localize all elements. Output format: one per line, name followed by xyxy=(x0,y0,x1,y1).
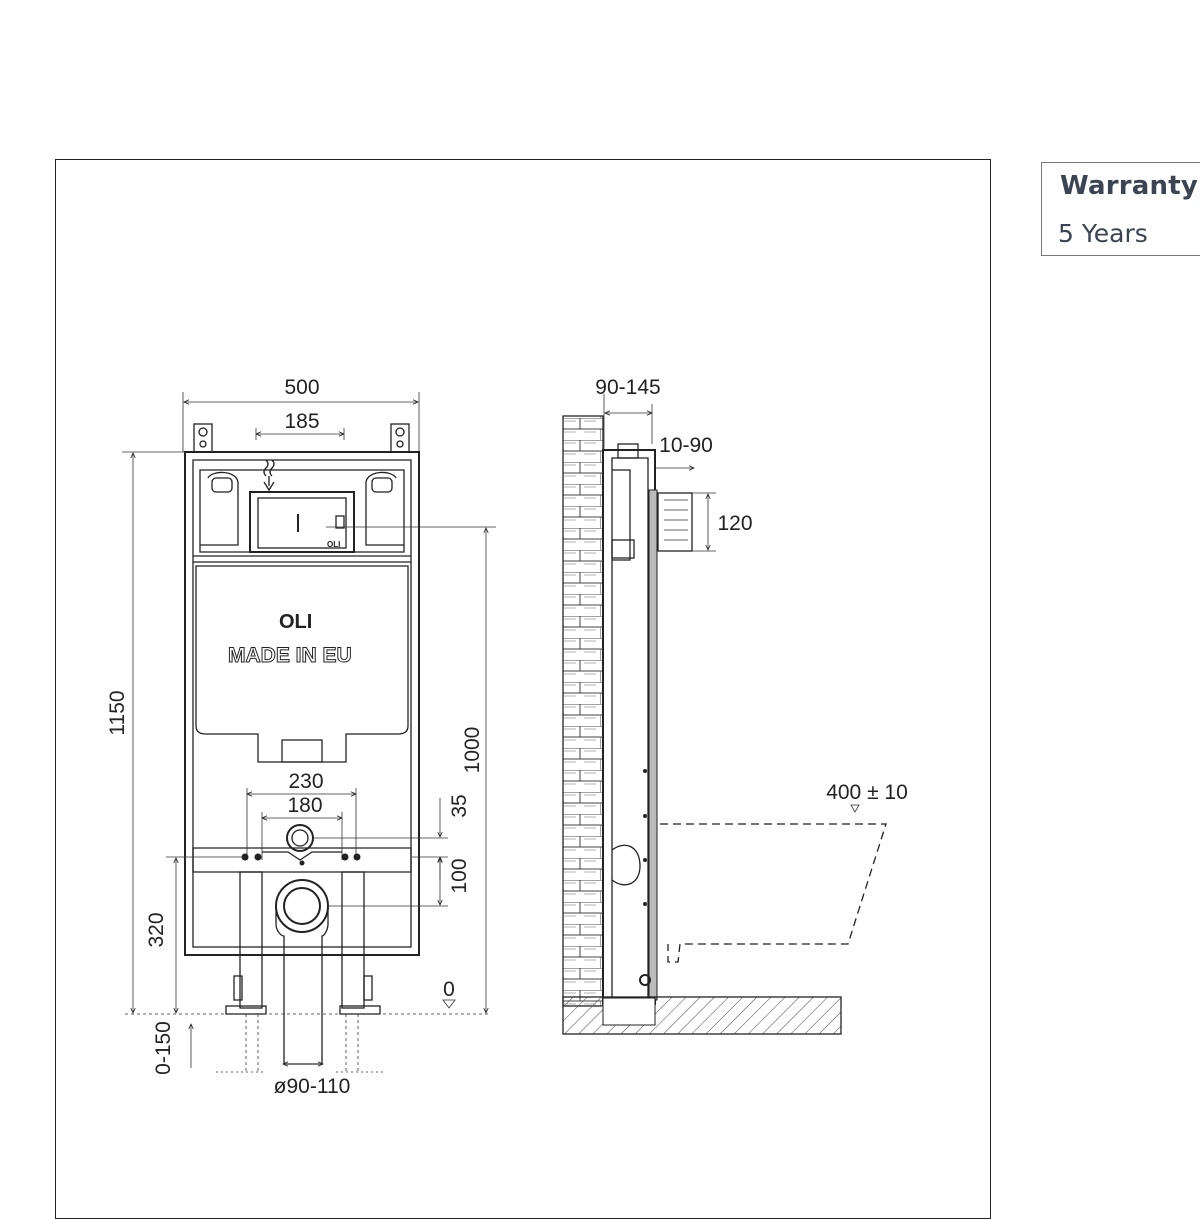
flush-button-lines xyxy=(664,499,688,541)
dim-wall-depth-label: 90-145 xyxy=(595,376,660,399)
drain-pipe xyxy=(275,906,329,1065)
pipe-bend xyxy=(611,844,641,886)
brand-small: OLI xyxy=(327,540,340,549)
leg-left xyxy=(239,871,263,1009)
frame-inner xyxy=(192,459,412,948)
foot-bolt-right xyxy=(363,975,373,1001)
toilet-bowl-outline xyxy=(660,823,887,963)
wall-bracket-left xyxy=(193,423,213,453)
cistern-ear-right xyxy=(365,471,404,546)
front-view: 500 185 xyxy=(106,376,496,1098)
bolt-center xyxy=(299,860,305,866)
inlet-pipe xyxy=(286,824,314,852)
bolt xyxy=(643,769,647,773)
dim-outlet-height-label: 320 xyxy=(145,912,168,947)
mounting-bar-curve xyxy=(262,851,342,861)
dim-floor-adjust-label: 0-150 xyxy=(152,1021,175,1075)
dim-outlet-spacing-label: 180 xyxy=(287,794,322,817)
inlet-pipe-inner xyxy=(291,829,309,847)
bolt xyxy=(643,814,647,818)
flush-valve-box xyxy=(249,491,355,553)
brick-wall xyxy=(562,415,604,1007)
floor-adjust-dashes xyxy=(245,1014,359,1072)
clip-right xyxy=(371,477,393,493)
dim-width-label: 500 xyxy=(284,376,319,399)
wall-bracket-right xyxy=(390,423,410,453)
dim-height-label: 1150 xyxy=(106,690,129,735)
bolt-bottom xyxy=(639,974,651,986)
floor-level-label: 0 xyxy=(443,978,455,1001)
dim-bracket-label: 185 xyxy=(284,410,319,433)
flush-button-box xyxy=(657,492,693,552)
floor-level-marker xyxy=(442,999,456,1009)
foot-left xyxy=(225,1005,267,1015)
warranty-box: Warranty: 5 Years xyxy=(1041,162,1200,256)
bolt xyxy=(353,853,361,861)
bolt xyxy=(254,853,262,861)
frame-foot-side xyxy=(602,997,656,1026)
flush-valve-inner xyxy=(257,497,347,549)
bolt xyxy=(341,853,349,861)
dim-inlet-offset-label: 35 xyxy=(448,794,471,817)
bracket-top xyxy=(617,443,639,459)
water-inlet-icon xyxy=(263,459,275,492)
leg-right xyxy=(341,871,365,1009)
outlet-pipe-inner xyxy=(283,887,321,925)
foot-bolt-left xyxy=(233,975,243,1001)
cistern-ear-left xyxy=(200,471,239,546)
mounting-bar xyxy=(192,847,412,873)
bolt xyxy=(643,858,647,862)
brand-label: OLI xyxy=(279,611,312,633)
dim-flush-height-label: 120 xyxy=(717,512,752,535)
warranty-value: 5 Years xyxy=(1058,219,1148,248)
dim-outlet-width-label: 230 xyxy=(288,770,323,793)
bowl-level-marker xyxy=(850,804,860,813)
dim-frame-depth-label: 10-90 xyxy=(659,434,713,457)
clip-left xyxy=(211,477,233,493)
bolt xyxy=(643,902,647,906)
valve-side xyxy=(611,539,635,559)
dim-bowl-height-label: 400 ± 10 xyxy=(826,781,908,804)
side-view: 90-145 10-90 120 400 ± 10 xyxy=(562,376,908,1035)
foot-right xyxy=(339,1005,381,1015)
frame-outline xyxy=(184,451,420,956)
cistern-head xyxy=(199,469,405,553)
valve-tab xyxy=(335,515,345,529)
frame-side xyxy=(602,449,656,1005)
front-panel xyxy=(648,489,658,1001)
warranty-title: Warranty: xyxy=(1060,171,1200,201)
dim-frame-height-label: 1000 xyxy=(461,727,484,774)
cistern-body xyxy=(195,565,409,763)
made-in-label: MADE IN EU xyxy=(228,644,352,667)
cistern-outlet xyxy=(281,739,323,763)
dim-pipe-label: ø90-110 xyxy=(274,1075,351,1098)
dim-outlet-offset-label: 100 xyxy=(448,858,471,893)
bracket-side xyxy=(612,469,631,561)
